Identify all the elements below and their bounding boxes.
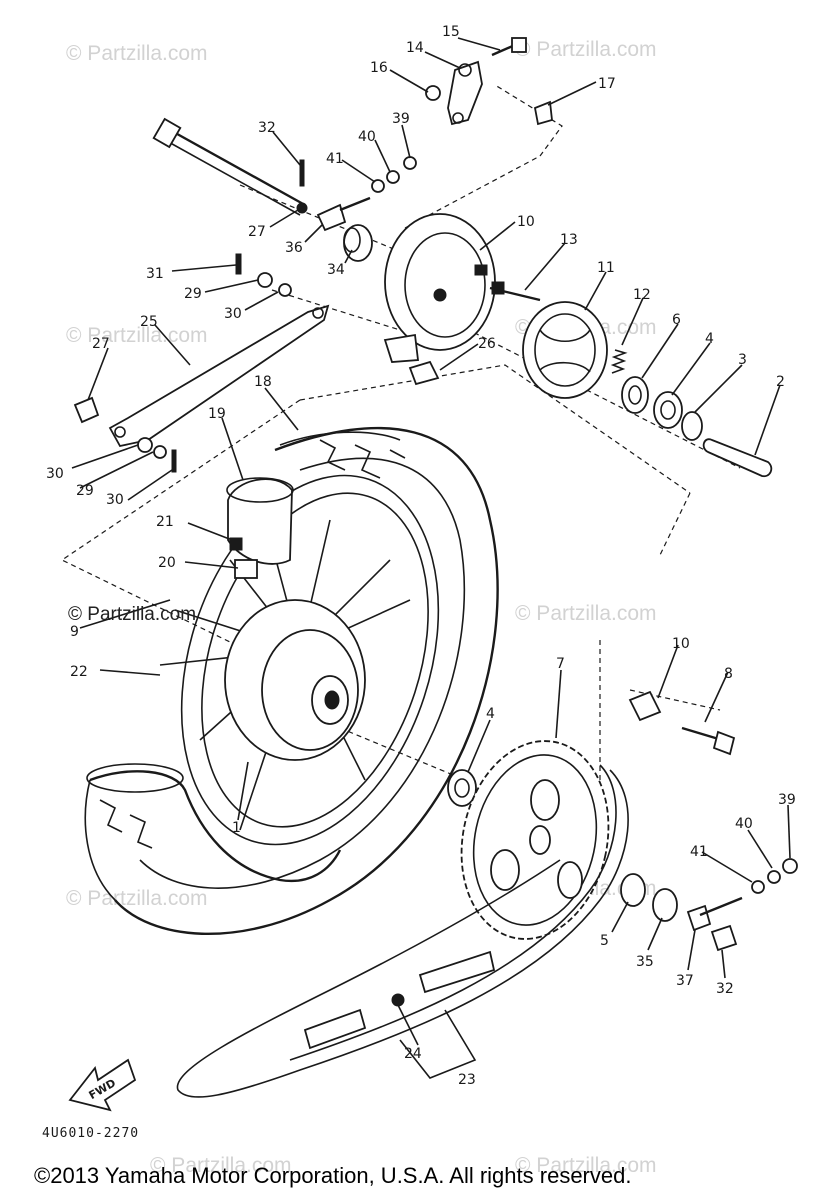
part-label-14: 13 xyxy=(560,232,578,248)
rear-axle xyxy=(152,117,308,216)
part-label-35: 32 xyxy=(258,120,276,136)
nut-17 xyxy=(425,85,441,101)
part-label-39-upper: 39 xyxy=(392,111,410,127)
part-label-19: 18 xyxy=(254,374,272,390)
wheel-hub xyxy=(224,599,366,761)
part-label-41-upper: 41 xyxy=(326,151,344,167)
chain-puller-left xyxy=(316,156,417,232)
part-label-16: 15 xyxy=(442,24,460,40)
bearing-4-lower xyxy=(447,769,477,807)
part-label-34: 32 xyxy=(716,981,734,997)
spacer-2 xyxy=(702,438,773,478)
oil-seal-6 xyxy=(621,376,649,414)
part-label-21: 20 xyxy=(158,555,176,571)
part-number-labels: 15 14 16 17 32 40 39 41 27 36 34 10 13 1… xyxy=(46,24,796,1088)
part-label-13: 12 xyxy=(633,287,651,303)
part-label-7: 7 xyxy=(556,656,565,672)
rear-sprocket xyxy=(460,740,610,940)
part-label-30-lower: 30 xyxy=(46,466,64,482)
part-label-25: 24 xyxy=(404,1046,422,1062)
chain-puller-right xyxy=(620,858,798,952)
part-label-20: 19 xyxy=(208,406,226,422)
part-label-6: 6 xyxy=(672,312,681,328)
part-label-36: 34 xyxy=(327,262,345,278)
part-label-29-upper: 29 xyxy=(184,286,202,302)
watermark: © Partzilla.com xyxy=(66,887,208,910)
part-label-9: 10 xyxy=(672,636,690,652)
catalog-code: 4U6010-2270 xyxy=(42,1126,140,1141)
rim-band-and-tube xyxy=(226,477,294,579)
torque-arm xyxy=(108,304,330,448)
part-label-38-upper: 36 xyxy=(285,240,303,256)
watermark: © Partzilla.com xyxy=(150,1154,292,1177)
brake-camshaft xyxy=(489,281,541,302)
drive-chain xyxy=(176,764,629,1098)
pivot-pin-18 xyxy=(533,100,553,126)
sprocket-bolts xyxy=(628,690,736,756)
part-label-28: 27 xyxy=(92,336,110,352)
part-label-37: 35 xyxy=(636,954,654,970)
part-label-38-lower: 37 xyxy=(676,973,694,989)
watermark: © Partzilla.com xyxy=(515,38,657,61)
watermark: © Partzilla.com xyxy=(66,324,208,347)
watermark: © Partzilla.com xyxy=(66,42,208,65)
leader-lines xyxy=(71,37,791,1079)
watermark: © Partzilla.com xyxy=(515,602,657,625)
brake-shoe-plate xyxy=(383,213,496,363)
copyright-notice: ©2013 Yamaha Motor Corporation, U.S.A. A… xyxy=(34,1163,632,1188)
part-label-31: 30 xyxy=(106,492,124,508)
part-label-11: 10 xyxy=(517,214,535,230)
part-label-3: 3 xyxy=(738,352,747,368)
part-label-8: 8 xyxy=(724,666,733,682)
part-label-27: 26 xyxy=(478,336,496,352)
part-label-1: 1 xyxy=(232,820,241,836)
part-label-29-lower: 29 xyxy=(76,483,94,499)
part-label-32: 31 xyxy=(146,266,164,282)
part-label-2: 2 xyxy=(776,374,785,390)
part-label-41-lower: 41 xyxy=(690,844,708,860)
part-label-40-lower: 40 xyxy=(735,816,753,832)
brake-spring-13 xyxy=(610,349,628,374)
part-label-23: 22 xyxy=(70,664,88,680)
watermark-dark: © Partzilla.com xyxy=(68,604,196,625)
bearing-4-upper xyxy=(653,391,683,429)
brake-shoes xyxy=(522,301,608,399)
part-label-10: 9 xyxy=(70,624,79,640)
part-label-26: 25 xyxy=(140,314,158,330)
part-label-40-upper: 40 xyxy=(358,129,376,145)
part-label-22: 21 xyxy=(156,514,174,530)
part-label-4-upper: 4 xyxy=(705,331,714,347)
torque-arm-hardware xyxy=(73,253,440,473)
collar-3 xyxy=(681,411,703,441)
part-label-15: 14 xyxy=(406,40,424,56)
part-label-18: 17 xyxy=(598,76,616,92)
lever-bolt-16 xyxy=(491,37,527,57)
part-label-33: 27 xyxy=(248,224,266,240)
part-label-39-lower: 39 xyxy=(778,792,796,808)
brake-cam-lever xyxy=(447,60,483,126)
fwd-arrow-icon: FWD xyxy=(68,1058,137,1112)
part-label-24: 23 xyxy=(458,1072,476,1088)
part-label-12: 11 xyxy=(597,260,615,276)
assembly-boundary-lines xyxy=(60,84,741,860)
part-label-17: 16 xyxy=(370,60,388,76)
part-label-4-lower: 4 xyxy=(486,706,495,722)
rear-tire xyxy=(84,426,499,935)
watermark: © Partzilla.com xyxy=(515,1154,657,1177)
part-label-5: 5 xyxy=(600,933,609,949)
part-label-30-upper: 30 xyxy=(224,306,242,322)
